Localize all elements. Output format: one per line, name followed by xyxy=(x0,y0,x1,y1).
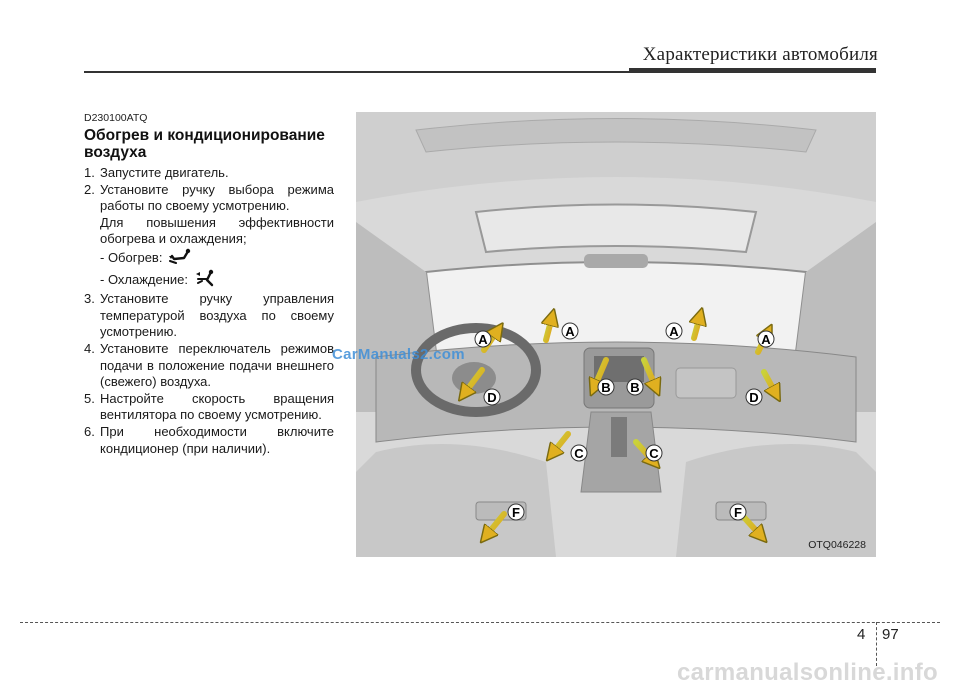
step-text: Установите переключатель режимов подачи … xyxy=(100,340,334,390)
rear-floor-arrow-f-left xyxy=(486,511,507,536)
cool-mode-line: - Охлаждение: xyxy=(100,269,334,292)
step-number: 6. xyxy=(84,423,95,439)
vent-label-d-right: D xyxy=(749,390,758,405)
footer-page-separator xyxy=(876,622,877,666)
watermark-overlay: CarManuals2.com xyxy=(332,346,465,363)
step-number: 2. xyxy=(84,181,95,197)
vent-label-a-left: A xyxy=(478,332,488,347)
step-2: 2. Установите ручку выбора режима работы… xyxy=(84,182,334,292)
defrost-arrow-a-center-left xyxy=(546,317,552,343)
step-number: 4. xyxy=(84,340,95,356)
section-title: Обогрев и кондиционирование воздуха xyxy=(84,127,325,161)
section-code: D230100ATQ xyxy=(84,112,148,124)
heat-mode-line: - Обогрев: xyxy=(100,248,334,269)
face-arrow-d-left xyxy=(464,367,485,394)
heat-mode-icon xyxy=(168,248,194,269)
defrost-arrow-a-center-right xyxy=(694,316,700,341)
vent-label-a-center-right: A xyxy=(669,324,679,339)
chapter-number: 4 xyxy=(857,626,866,643)
step-number: 3. xyxy=(84,291,95,307)
footer-rule xyxy=(20,622,940,623)
face-arrow-d-right xyxy=(761,369,776,394)
header-rule-accent xyxy=(629,68,876,73)
heat-mode-label: - Обогрев: xyxy=(100,249,163,265)
vent-label-c-left: C xyxy=(574,446,584,461)
vent-label-b-left: B xyxy=(601,380,610,395)
cabin-vent-illustration: A A A A B B C C D D F F OTQ046228 xyxy=(356,112,876,557)
vent-label-c-right: C xyxy=(649,446,659,461)
step-1: 1. Запустите двигатель. xyxy=(84,165,334,182)
vent-label-f-right: F xyxy=(734,505,742,520)
vent-label-b-right: B xyxy=(630,380,639,395)
step-text: При необходимости включите кондиционер (… xyxy=(100,423,334,456)
step-3: 3. Установите ручку управления температу… xyxy=(84,291,334,341)
running-header-title: Характеристики автомобиля xyxy=(642,44,878,65)
step-6: 6. При необходимости включите кондиционе… xyxy=(84,424,334,457)
floor-arrow-c-left xyxy=(552,431,571,454)
figure-code: OTQ046228 xyxy=(808,539,866,551)
face-arrow-b-right xyxy=(641,357,656,388)
page-number: 97 xyxy=(882,626,899,643)
step-text: Запустите двигатель. xyxy=(100,165,229,180)
vent-label-markers: A A A A B B C C D D F F xyxy=(474,322,775,521)
cool-mode-icon xyxy=(194,269,220,292)
step-text: Установите ручку выбора режима работы по… xyxy=(100,181,334,214)
header-rule xyxy=(84,71,629,73)
vent-label-a-right: A xyxy=(761,332,771,347)
face-arrow-b-left xyxy=(594,357,609,388)
cool-mode-label: - Охлаждение: xyxy=(100,271,189,287)
cabin-drawing: A A A A B B C C D D F F xyxy=(356,112,876,557)
step-number: 5. xyxy=(84,390,95,406)
vent-label-d-left: D xyxy=(487,390,496,405)
step-text: Установите ручку управления температурой… xyxy=(100,291,334,340)
step-text: Настройте скорость вращения вентилятора … xyxy=(100,390,334,423)
step-5: 5. Настройте скорость вращения вентилято… xyxy=(84,391,334,424)
vent-label-f-left: F xyxy=(512,505,520,520)
step-number: 1. xyxy=(84,165,95,180)
vent-label-a-center-left: A xyxy=(565,324,575,339)
instruction-list: 1. Запустите двигатель. 2. Установите ру… xyxy=(84,165,334,457)
watermark-bottom: carmanualsonline.info xyxy=(676,659,938,686)
step-text: Для повышения эффективности обогрева и о… xyxy=(100,214,334,247)
step-4: 4. Установите переключатель режимов пода… xyxy=(84,341,334,391)
